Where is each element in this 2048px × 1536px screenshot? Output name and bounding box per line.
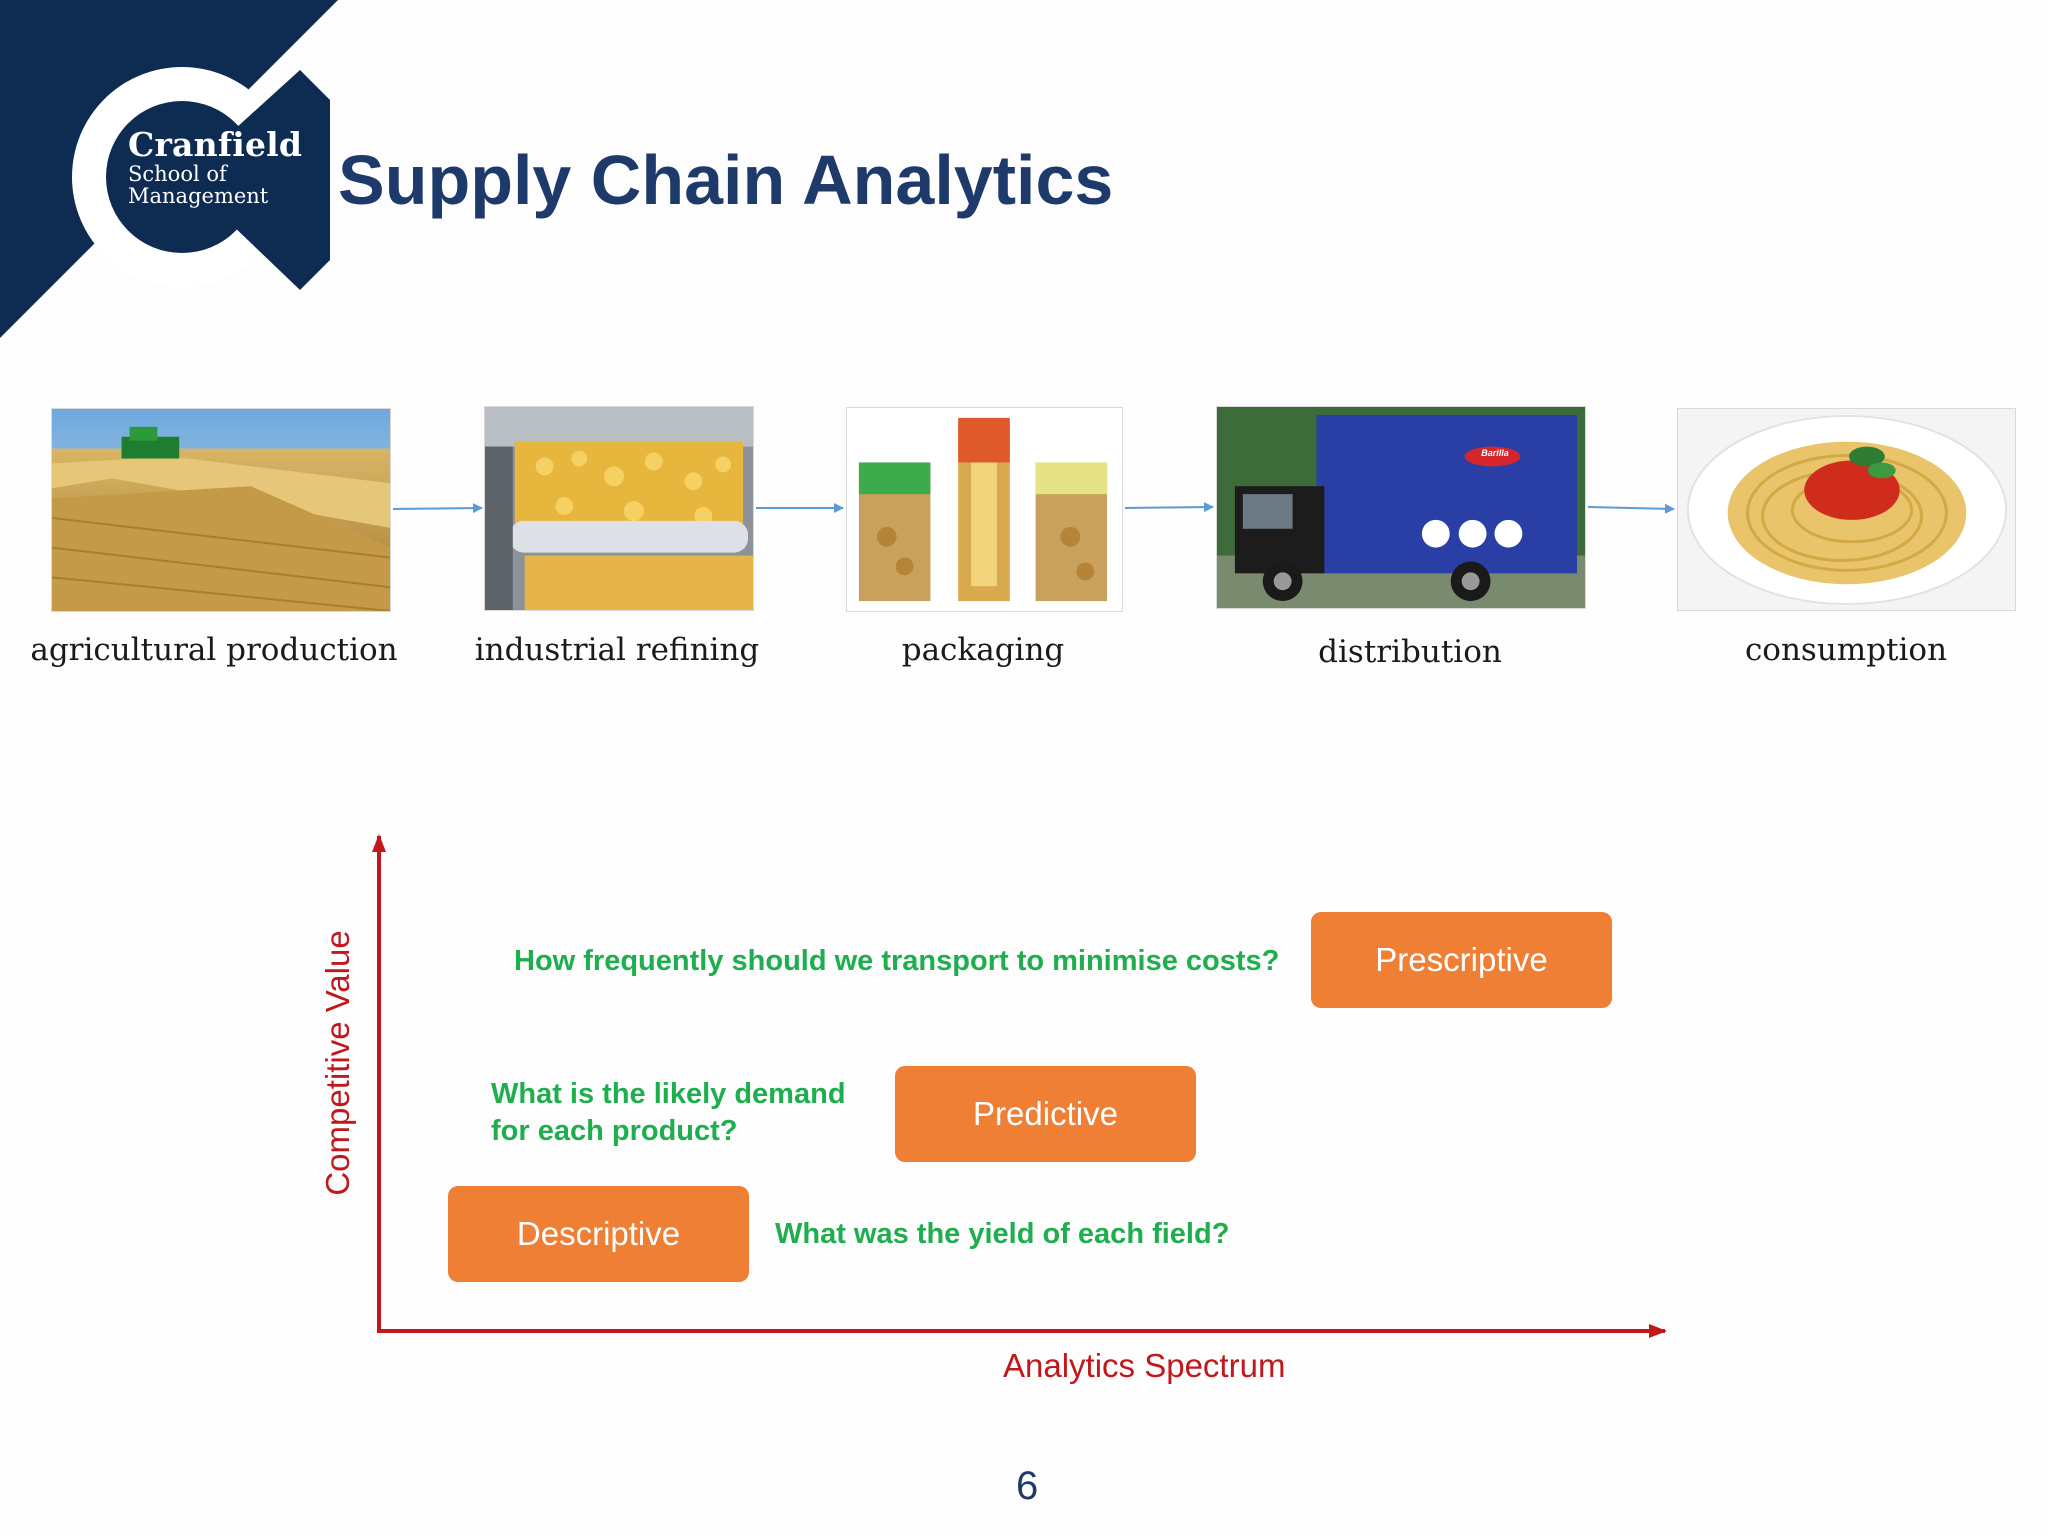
descriptive-question: What was the yield of each field? (775, 1218, 1230, 1250)
cranfield-logo: Cranfield School of Management (0, 0, 340, 340)
stage-label-distribution: distribution (1318, 634, 1502, 670)
predictive-question: What is the likely demand for each produ… (491, 1076, 846, 1150)
truck-brand-text: Barilla (1481, 448, 1509, 458)
spaghetti-plate-image (1677, 408, 2016, 611)
delivery-truck-image: Barilla (1216, 406, 1586, 609)
pasta-production-image (484, 406, 754, 611)
stage-label-agricultural: agricultural production (30, 632, 398, 668)
prescriptive-question: How frequently should we transport to mi… (514, 945, 1280, 977)
pasta-packages-image (846, 407, 1123, 612)
logo-line-2: School of (128, 161, 227, 186)
slide-title: Supply Chain Analytics (338, 141, 1114, 219)
page-number: 6 (1016, 1464, 1039, 1508)
stage-label-refining: industrial refining (474, 632, 760, 668)
y-axis-label: Competitive Value (319, 930, 356, 1196)
logo-line-3: Management (128, 183, 269, 208)
wheat-field-image (51, 408, 391, 612)
arrow-to-distribution (1124, 502, 1214, 513)
stage-label-packaging: packaging (901, 632, 1065, 668)
predictive-question-line-2: for each product? (491, 1115, 738, 1147)
supply-chain-arrows (392, 502, 1675, 514)
analytics-axes (372, 834, 1667, 1338)
prescriptive-box: Prescriptive (1311, 912, 1612, 1008)
predictive-box: Predictive (895, 1066, 1196, 1162)
stage-label-consumption: consumption (1744, 632, 1948, 668)
arrow-to-consumption (1587, 503, 1675, 514)
predictive-question-line-1: What is the likely demand (491, 1078, 846, 1110)
descriptive-box: Descriptive (448, 1186, 749, 1282)
arrow-to-refining (392, 503, 483, 514)
logo-name: Cranfield (128, 125, 303, 164)
x-axis-label: Analytics Spectrum (1003, 1347, 1286, 1384)
